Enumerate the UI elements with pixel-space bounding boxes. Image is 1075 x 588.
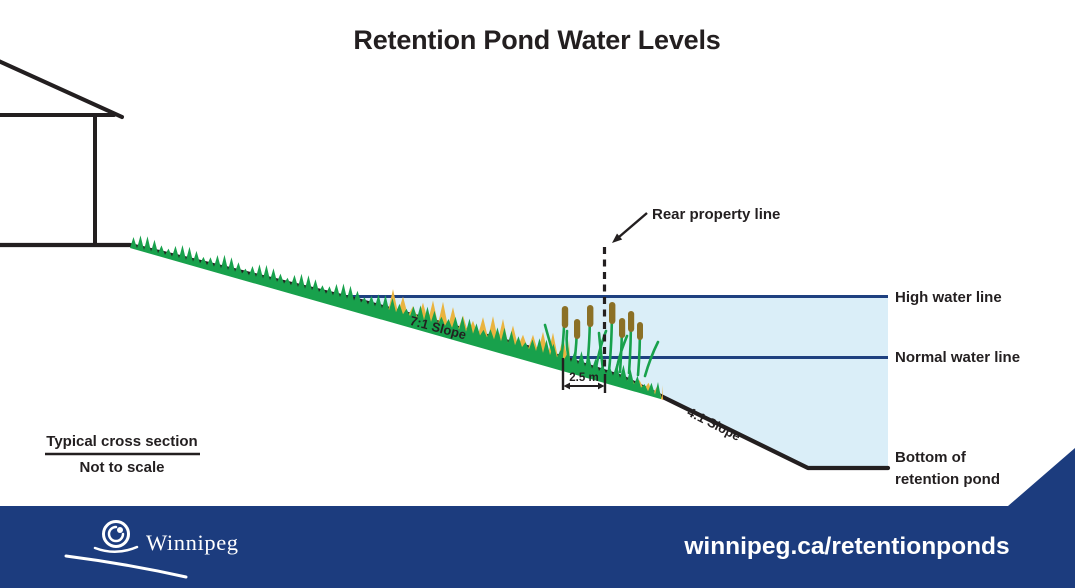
logo-smile-icon [93, 545, 139, 553]
dimension-arrowhead-left-icon [563, 382, 570, 390]
pond-bottom-label-line1: Bottom of [895, 449, 967, 466]
logo-dot-icon [117, 527, 123, 533]
pond-water [342, 297, 888, 468]
wetland-width-label: 2.5 m [569, 372, 598, 384]
winnipeg-logo: Winnipeg [64, 520, 239, 579]
cattail-heads [561, 302, 643, 340]
caption-block: Typical cross section Not to scale [45, 433, 200, 476]
grass-tufts [130, 235, 661, 400]
house-outline [0, 59, 124, 246]
page-title: Retention Pond Water Levels [353, 25, 720, 55]
logo-swoosh-icon [64, 554, 188, 579]
house-roof [0, 59, 124, 119]
callout-arrowhead-icon [612, 233, 623, 243]
caption-title: Typical cross section [46, 433, 197, 450]
cattails [543, 302, 660, 378]
normal-water-line-label: Normal water line [895, 349, 1020, 366]
logo-ring-icon [102, 520, 130, 548]
pond-bottom-label-line2: retention pond [895, 471, 1000, 488]
rear-property-line-label: Rear property line [652, 206, 780, 223]
callout-arrow-line [618, 212, 648, 238]
property-line-callout: Rear property line [612, 206, 780, 243]
wetland-width-dimension: 2.5 m [561, 358, 607, 393]
high-water-line-label: High water line [895, 289, 1002, 306]
caption-note: Not to scale [79, 459, 164, 476]
dimension-arrowhead-right-icon [598, 382, 605, 390]
grass [130, 235, 663, 401]
footer-corner-wedge [1008, 448, 1075, 506]
logo-wordmark: Winnipeg [146, 530, 239, 555]
footer-url: winnipeg.ca/retentionponds [683, 533, 1009, 560]
logo-spiral-icon [107, 525, 125, 543]
